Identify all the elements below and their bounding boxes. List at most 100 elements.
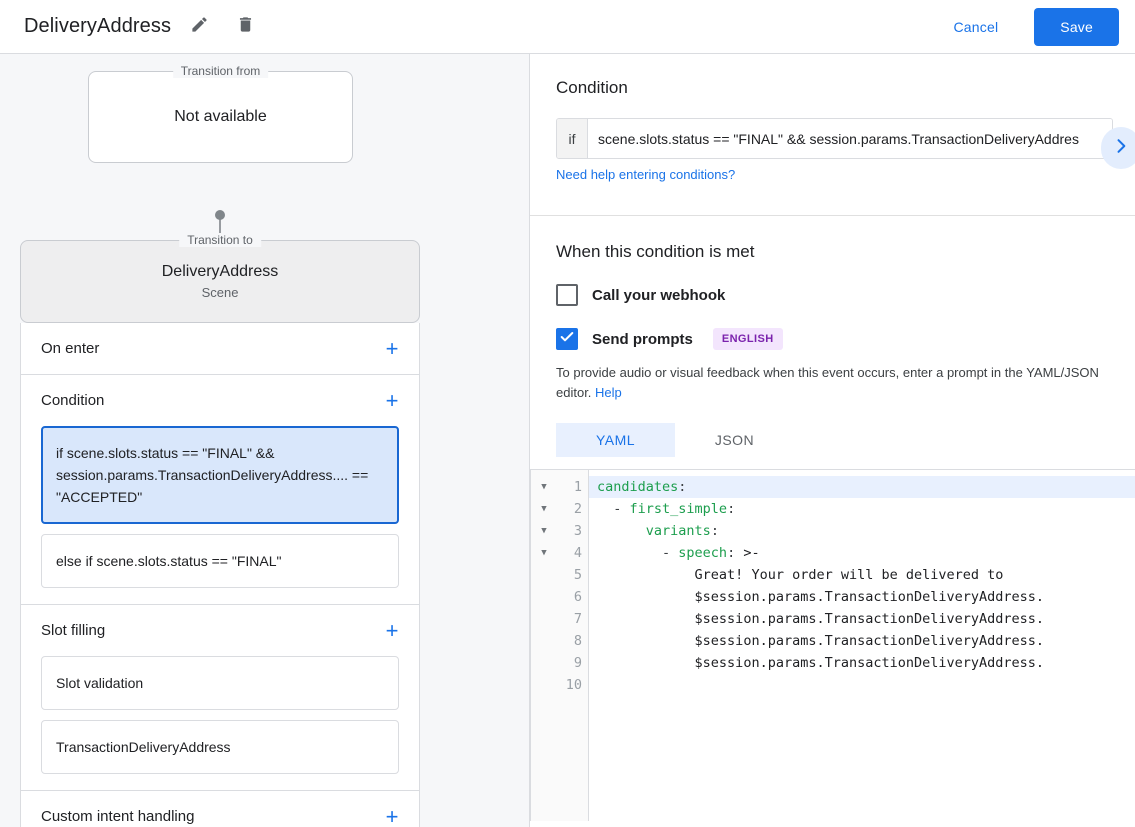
trash-icon (236, 15, 255, 39)
code-content-area[interactable]: candidates: - first_simple: variants: - … (589, 470, 1135, 821)
transition-to-legend: Transition to (179, 233, 261, 247)
condition-block: Condition if Need help entering conditio… (530, 54, 1135, 216)
transition-to-subtitle: Scene (201, 285, 239, 300)
check-icon (559, 329, 575, 350)
page-title: DeliveryAddress (24, 15, 172, 37)
top-app-bar: DeliveryAddress Cancel Save (0, 0, 1135, 54)
line-number: 6 (573, 589, 582, 605)
call-webhook-label: Call your webhook (592, 286, 726, 304)
list-item[interactable]: if scene.slots.status == "FINAL" && sess… (41, 426, 399, 524)
code-punct-token: : (727, 545, 744, 561)
code-indent (597, 611, 695, 627)
save-button[interactable]: Save (1034, 7, 1119, 46)
section-header[interactable]: Slot filling + (21, 605, 419, 656)
code-punct-token: : (678, 479, 687, 495)
line-number: 4 (573, 545, 582, 561)
code-text-token: $session.params.TransactionDeliveryAddre… (694, 611, 1045, 627)
prompts-help-link[interactable]: Help (595, 385, 622, 400)
code-text-token: >- (743, 545, 760, 561)
send-prompts-checkbox[interactable] (556, 328, 578, 350)
condition-input-row[interactable]: if (556, 118, 1113, 159)
code-line: $session.params.TransactionDeliveryAddre… (589, 652, 1135, 674)
condition-if-prefix: if (557, 119, 588, 158)
add-item-button[interactable]: + (385, 335, 399, 361)
scene-sections-list: On enter + Condition + if scene.slots.status… (20, 323, 420, 827)
prompts-description-text: To provide audio or visual feedback when… (556, 365, 1099, 400)
fold-toggle-icon[interactable]: ▼ (541, 482, 547, 492)
section-condition: Condition + if scene.slots.status == "FINA… (21, 375, 419, 605)
delete-button[interactable] (227, 9, 263, 45)
list-item[interactable]: else if scene.slots.status == "FINAL" (41, 534, 399, 588)
code-line: - speech: >- (589, 542, 1135, 564)
code-indent: - (597, 545, 679, 561)
when-condition-met-block: When this condition is met Call your web… (530, 216, 1135, 457)
section-on-enter: On enter + (21, 323, 419, 375)
add-item-button[interactable]: + (385, 387, 399, 413)
condition-heading: Condition (556, 78, 628, 97)
code-line: candidates: (589, 476, 1135, 498)
transition-to-card: Transition to DeliveryAddress Scene (20, 233, 420, 323)
code-indent (597, 589, 695, 605)
fold-spacer (531, 674, 557, 696)
pencil-icon (190, 15, 209, 39)
line-number: 7 (573, 611, 582, 627)
section-title: Custom intent handling (41, 808, 195, 825)
code-line (589, 674, 1135, 696)
add-item-button[interactable]: + (385, 617, 399, 643)
line-number: 1 (573, 479, 582, 495)
code-text-token: $session.params.TransactionDeliveryAddre… (694, 655, 1045, 671)
fold-spacer (531, 608, 557, 630)
condition-help-link[interactable]: Need help entering conditions? (556, 167, 736, 182)
section-header[interactable]: Condition + (21, 375, 419, 426)
add-item-button[interactable]: + (385, 803, 399, 827)
expand-panel-button[interactable] (1101, 127, 1135, 169)
list-item[interactable]: Slot validation (41, 656, 399, 710)
line-number: 3 (573, 523, 582, 539)
section-title: Slot filling (41, 622, 106, 639)
transition-to-title: DeliveryAddress (161, 263, 279, 280)
prompts-description: To provide audio or visual feedback when… (556, 363, 1113, 403)
when-met-heading: When this condition is met (556, 242, 755, 261)
code-key-token: variants (645, 523, 711, 539)
call-webhook-checkbox[interactable] (556, 284, 578, 306)
fold-spacer (531, 586, 557, 608)
section-items: if scene.slots.status == "FINAL" && sess… (21, 426, 419, 604)
section-header[interactable]: On enter + (21, 323, 419, 374)
editor-format-tabs: YAML JSON (556, 423, 1113, 457)
condition-expression-input[interactable] (588, 119, 1112, 158)
edit-name-button[interactable] (181, 9, 217, 45)
code-fold-gutter: ▼ ▼ ▼ ▼ (531, 470, 557, 821)
code-line: - first_simple: (589, 498, 1135, 520)
code-line: $session.params.TransactionDeliveryAddre… (589, 630, 1135, 652)
send-prompts-row: Send prompts ENGLISH (556, 328, 1113, 350)
tab-yaml[interactable]: YAML (556, 423, 675, 457)
code-indent (597, 567, 695, 583)
section-title: On enter (41, 340, 100, 357)
code-line: $session.params.TransactionDeliveryAddre… (589, 586, 1135, 608)
fold-toggle-icon[interactable]: ▼ (541, 504, 547, 514)
transition-from-legend: Transition from (172, 64, 269, 78)
code-punct-token: : (710, 523, 719, 539)
code-line: $session.params.TransactionDeliveryAddre… (589, 608, 1135, 630)
code-line: variants: (589, 520, 1135, 542)
transition-from-value: Not available (174, 108, 267, 125)
code-punct-token: : (727, 501, 736, 517)
line-number: 2 (573, 501, 582, 517)
code-key-token: first_simple (629, 501, 728, 517)
line-number: 5 (573, 567, 582, 583)
section-header[interactable]: Custom intent handling + (21, 791, 419, 827)
tab-json[interactable]: JSON (714, 432, 755, 448)
code-indent (597, 655, 695, 671)
fold-spacer (531, 630, 557, 652)
cancel-button[interactable]: Cancel (940, 10, 1013, 44)
main-split: Transition from Not available Transition… (0, 54, 1135, 827)
list-item[interactable]: TransactionDeliveryAddress (41, 720, 399, 774)
line-number: 8 (573, 633, 582, 649)
fold-toggle-icon[interactable]: ▼ (541, 548, 547, 558)
fold-toggle-icon[interactable]: ▼ (541, 526, 547, 536)
section-title: Condition (41, 392, 105, 409)
